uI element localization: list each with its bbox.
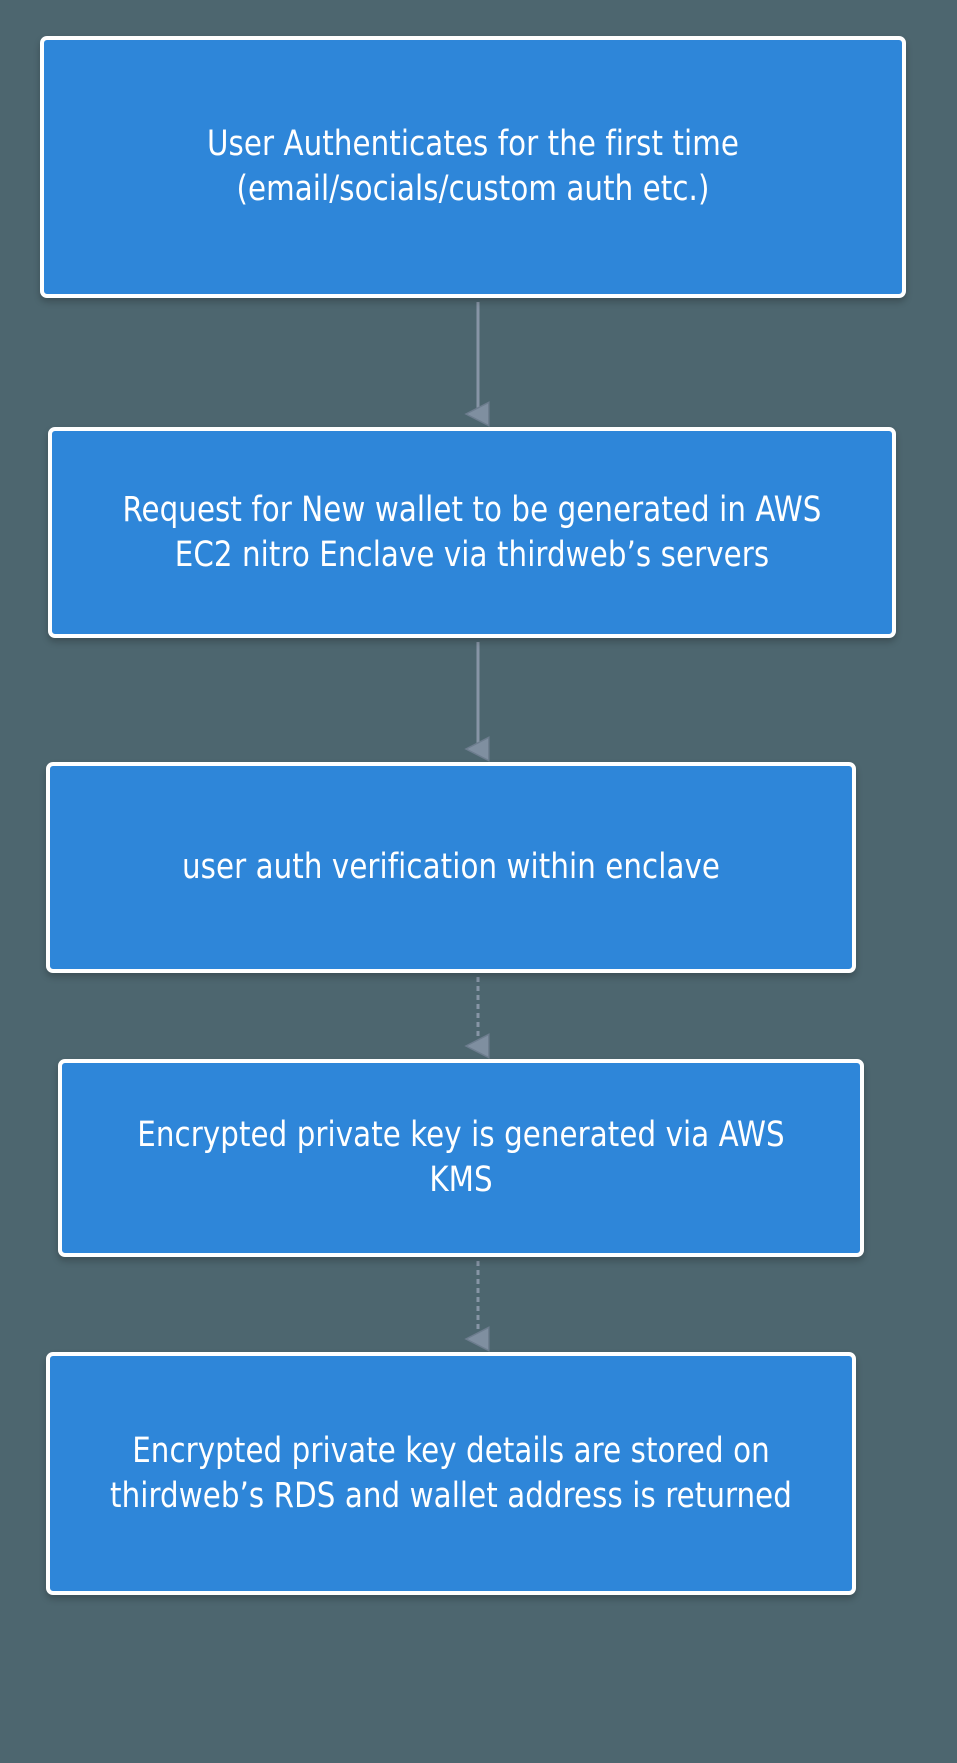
flow-node-request-new-wallet[interactable]: Request for New wallet to be generated i… (48, 427, 896, 638)
flow-node-user-auth-verification[interactable]: user auth verification within enclave (46, 762, 856, 973)
flow-node-user-authenticates[interactable]: User Authenticates for the first time (e… (40, 36, 906, 298)
flow-node-label: Encrypted private key is generated via A… (137, 1115, 785, 1200)
flow-node-label: Encrypted private key details are stored… (109, 1430, 793, 1516)
flow-node-key-details-stored[interactable]: Encrypted private key details are stored… (46, 1352, 856, 1595)
flow-node-label: Request for New wallet to be generated i… (122, 489, 822, 575)
flow-node-label: User Authenticates for the first time (e… (207, 124, 739, 209)
flow-node-encrypted-key-generated[interactable]: Encrypted private key is generated via A… (58, 1059, 864, 1257)
flow-node-label: user auth verification within enclave (181, 847, 721, 888)
